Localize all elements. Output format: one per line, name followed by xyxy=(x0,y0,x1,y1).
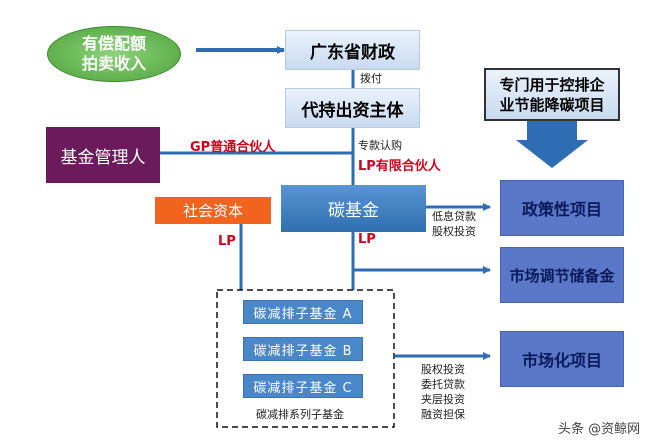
market-tools-label: 股权投资 委托贷款 夹层投资 融资担保 xyxy=(421,363,465,421)
dedicated-down-arrow xyxy=(516,121,588,168)
sub-fund-b-label: 碳减排子基金 B xyxy=(253,343,353,359)
carbon-fund-node: 碳基金 xyxy=(281,185,426,232)
policy-project-label: 政策性项目 xyxy=(521,200,602,219)
watermark: 头条 @资鲸网 xyxy=(558,422,641,437)
gp-label: GP普通合伙人 xyxy=(190,140,276,155)
investor-label: 代持出资主体 xyxy=(301,100,404,121)
policy-tools-label: 低息贷款 股权投资 xyxy=(432,210,476,238)
investor-node: 代持出资主体 xyxy=(285,88,420,128)
auction-income-node: 有偿配额 拍卖收入 xyxy=(47,26,181,82)
sub-fund-b-node: 碳减排子基金 B xyxy=(243,337,363,361)
auction-income-label: 有偿配额 拍卖收入 xyxy=(81,34,146,73)
reserve-fund-node: 市场调节储备金 xyxy=(500,247,624,303)
finance-label: 广东省财政 xyxy=(310,42,395,63)
social-capital-node: 社会资本 xyxy=(155,197,271,224)
sub-fund-c-label: 碳减排子基金 C xyxy=(253,380,353,396)
sub-fund-a-node: 碳减排子基金 A xyxy=(243,300,363,324)
finance-node: 广东省财政 xyxy=(285,30,420,70)
sub-fund-group-border xyxy=(216,289,395,428)
sub-fund-a-label: 碳减排子基金 A xyxy=(253,306,353,322)
reserve-fund-label: 市场调节储备金 xyxy=(509,266,615,285)
social-capital-label: 社会资本 xyxy=(182,202,243,220)
allocate-label: 拨付 xyxy=(360,72,382,85)
policy-project-node: 政策性项目 xyxy=(500,180,624,236)
series-label: 碳减排系列子基金 xyxy=(256,408,344,421)
fund-manager-label: 基金管理人 xyxy=(60,147,146,168)
sub-fund-c-node: 碳减排子基金 C xyxy=(243,374,363,398)
dedicated-node: 专门用于控排企 业节能降碳项目 xyxy=(484,68,620,121)
market-project-node: 市场化项目 xyxy=(500,331,624,387)
fund-manager-node: 基金管理人 xyxy=(46,127,160,183)
lp-limited-label: LP有限合伙人 xyxy=(358,159,441,174)
subscribe-label: 专款认购 xyxy=(358,139,402,152)
lp-right-label: LP xyxy=(358,232,376,247)
market-project-label: 市场化项目 xyxy=(521,351,602,370)
dedicated-label: 专门用于控排企 业节能降碳项目 xyxy=(499,75,605,114)
carbon-fund-label: 碳基金 xyxy=(328,201,379,221)
lp-left-label: LP xyxy=(218,234,236,249)
